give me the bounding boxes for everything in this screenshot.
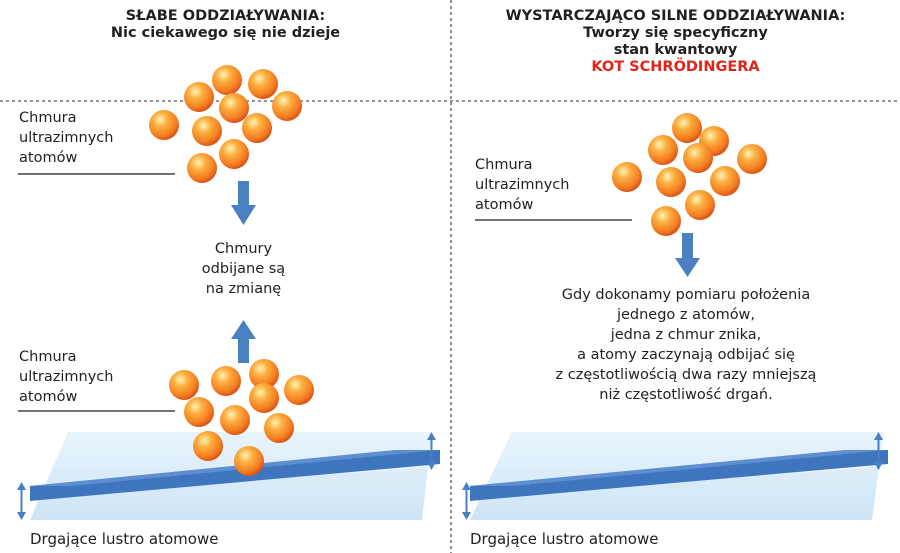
right-heading-line3: stan kwantowy	[451, 42, 900, 59]
atom-cloud-left-top	[149, 65, 302, 183]
atomic-mirror-left	[17, 432, 440, 520]
cloud-label-left-bottom: Chmura ultrazimnych atomów	[19, 347, 113, 407]
right-heading-highlight: KOT SCHRÖDINGERA	[451, 59, 900, 76]
measurement-description-right: Gdy dokonamy pomiaru położenia jednego z…	[491, 285, 881, 405]
mirror-caption-right: Drgające lustro atomowe	[470, 529, 658, 549]
right-heading-line2: Tworzy się specyficzny	[451, 25, 900, 42]
vibration-arrow-right-a	[462, 482, 471, 520]
left-heading: SŁABE ODDZIAŁYWANIA: Nic ciekawego się n…	[0, 8, 451, 42]
arrow-up-left	[231, 320, 256, 363]
bounce-description-left: Chmury odbijane są na zmianę	[170, 239, 317, 299]
vibration-arrow-left-a	[17, 482, 26, 520]
left-heading-title: SŁABE ODDZIAŁYWANIA:	[0, 8, 451, 25]
left-heading-subtitle: Nic ciekawego się nie dzieje	[0, 25, 451, 42]
arrow-down-left	[231, 181, 256, 225]
right-heading-title: WYSTARCZAJĄCO SILNE ODDZIAŁYWANIA:	[451, 8, 900, 25]
mirror-caption-left: Drgające lustro atomowe	[30, 529, 218, 549]
cloud-label-left-top: Chmura ultrazimnych atomów	[19, 108, 113, 168]
right-heading: WYSTARCZAJĄCO SILNE ODDZIAŁYWANIA: Tworz…	[451, 8, 900, 76]
cloud-label-right: Chmura ultrazimnych atomów	[475, 155, 569, 215]
arrow-down-right	[675, 233, 700, 277]
atomic-mirror-right	[462, 432, 888, 520]
atom-cloud-right	[612, 113, 767, 236]
